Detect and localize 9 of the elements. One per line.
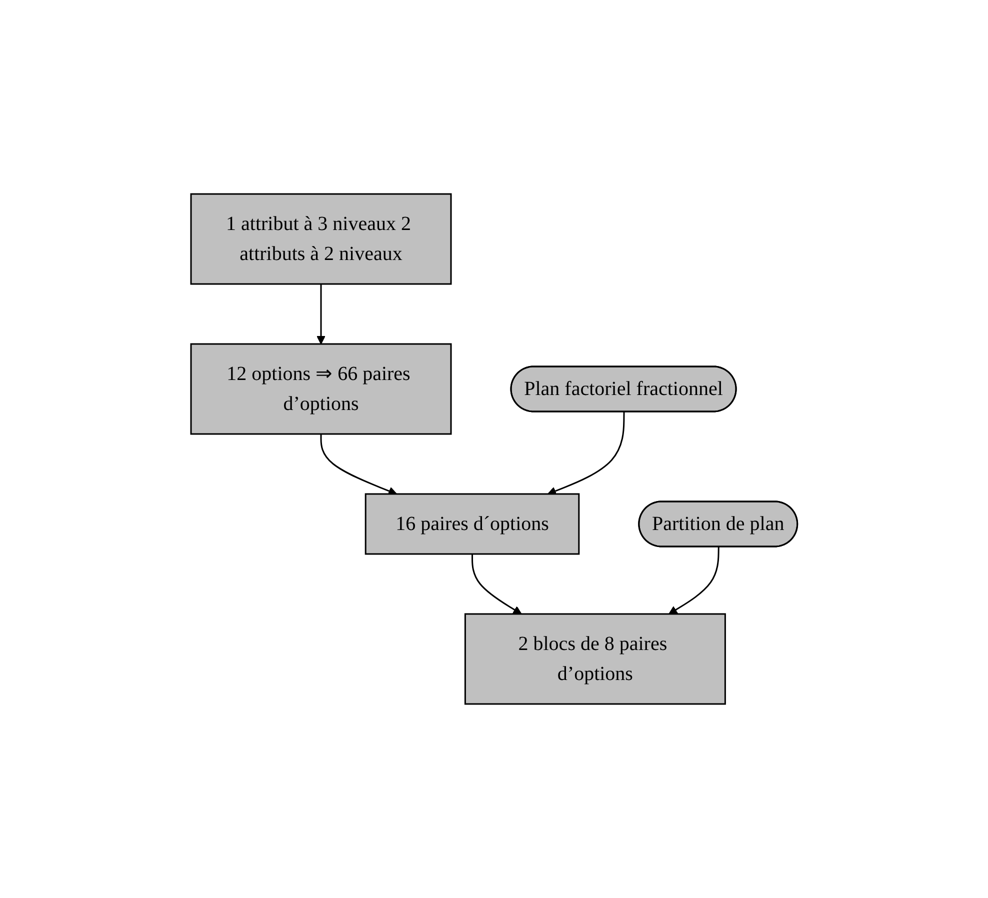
arrow	[471, 554, 522, 614]
arrow	[547, 412, 625, 496]
node-box: 2 blocs de 8 paires d’options	[464, 613, 726, 705]
node-box: 1 attribut à 3 niveaux 2 attributs à 2 niveaux	[190, 193, 452, 285]
node-box: 16 paires d´options	[364, 493, 580, 555]
arrow	[668, 546, 720, 614]
arrow	[320, 434, 397, 496]
arrow	[316, 284, 326, 344]
node-box: 12 options ⇒ 66 paires d’options	[190, 343, 452, 435]
